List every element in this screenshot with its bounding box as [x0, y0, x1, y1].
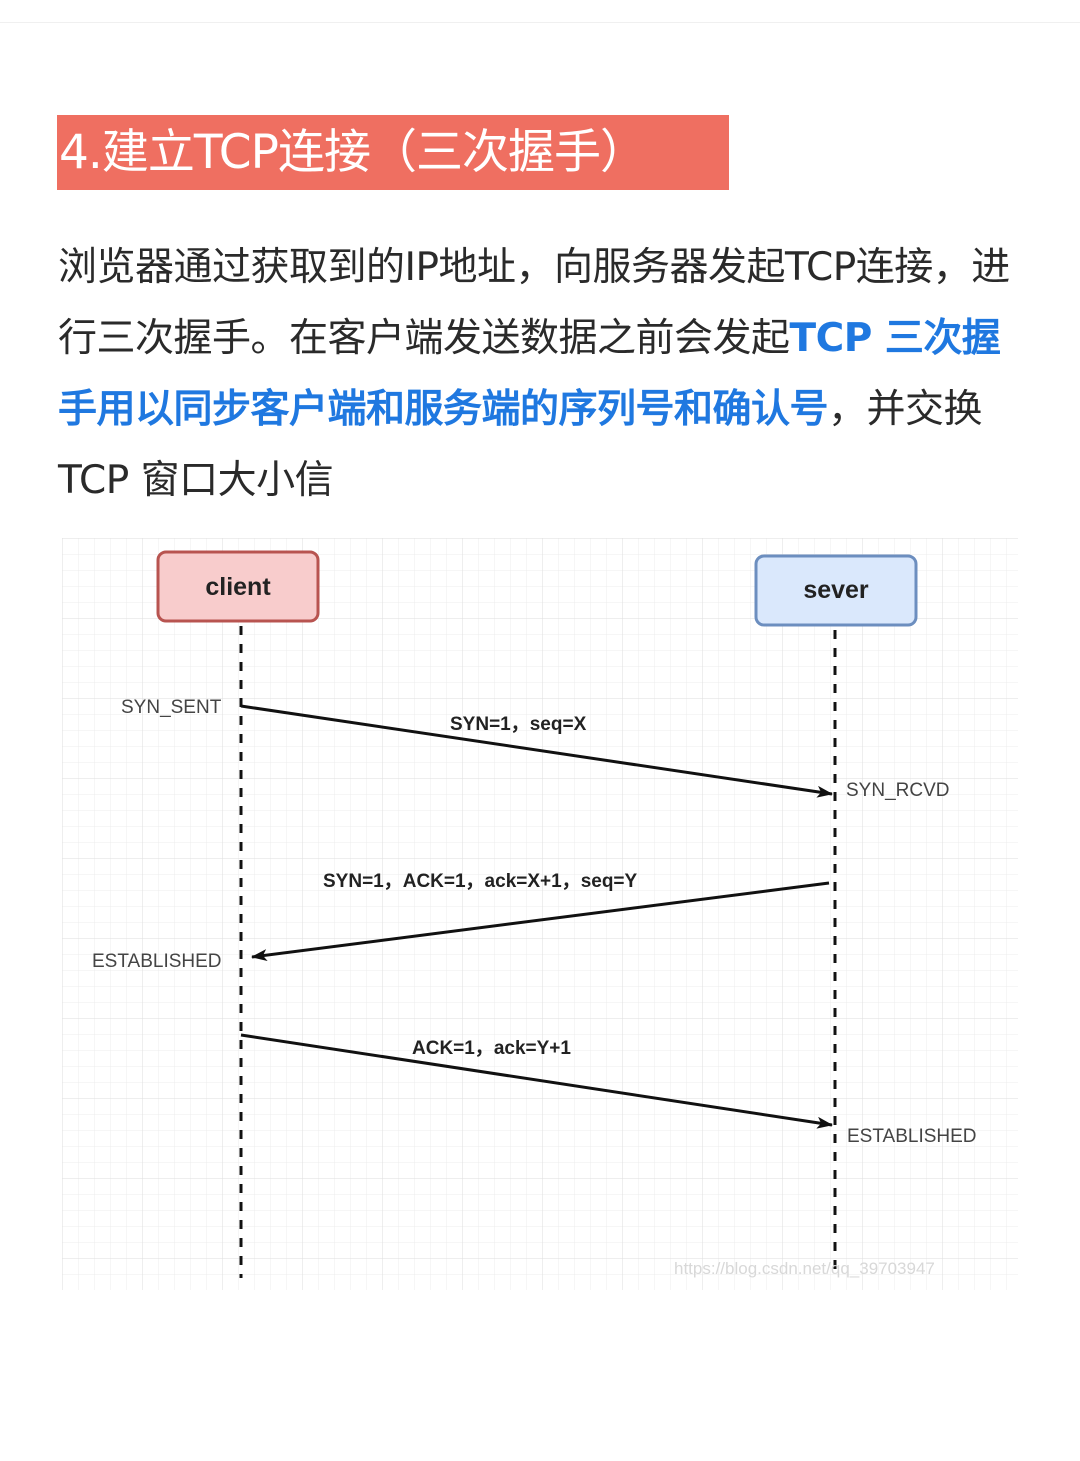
client-state-established: ESTABLISHED [92, 951, 222, 972]
client-state-syn-sent: SYN_SENT [121, 697, 222, 718]
watermark-text: https://blog.csdn.net/qq_39703947 [674, 1259, 935, 1278]
paragraph-text-1: 浏览器通过获取到的IP地址，向服务器发起TCP连接，进行三次握手。在客户端发送数… [58, 245, 1010, 361]
ack-label: ACK=1，ack=Y+1 [412, 1038, 571, 1059]
client-box [156, 550, 320, 623]
syn-ack-arrow [251, 881, 830, 962]
paragraph-highlight: TCP 三次握手用以同步客户端和服务端的序列号和确认号 [58, 316, 1001, 432]
three-way-handshake-diagram: client sever SYN=1，seq=X SYN_SENT SYN_RC… [62, 538, 1018, 1290]
syn-arrow [240, 704, 833, 798]
server-state-syn-rcvd: SYN_RCVD [846, 780, 949, 801]
server-label: sever [803, 576, 869, 604]
ack-arrow [240, 1033, 833, 1129]
paragraph-text-2: ，并交换 TCP 窗口大小信 [58, 387, 983, 503]
syn-ack-label: SYN=1，ACK=1，ack=X+1，seq=Y [323, 871, 638, 892]
top-divider [0, 0, 1080, 23]
server-state-established: ESTABLISHED [847, 1126, 977, 1147]
grid-background [62, 538, 1018, 1290]
syn-label: SYN=1，seq=X [450, 714, 587, 735]
section-title-banner: 4.建立TCP连接（三次握手） [57, 115, 729, 190]
body-paragraph: 浏览器通过获取到的IP地址，向服务器发起TCP连接，进行三次握手。在客户端发送数… [58, 232, 1028, 516]
client-label: client [205, 573, 271, 601]
section-title: 4.建立TCP连接（三次握手） [59, 125, 647, 180]
server-box [754, 554, 918, 627]
